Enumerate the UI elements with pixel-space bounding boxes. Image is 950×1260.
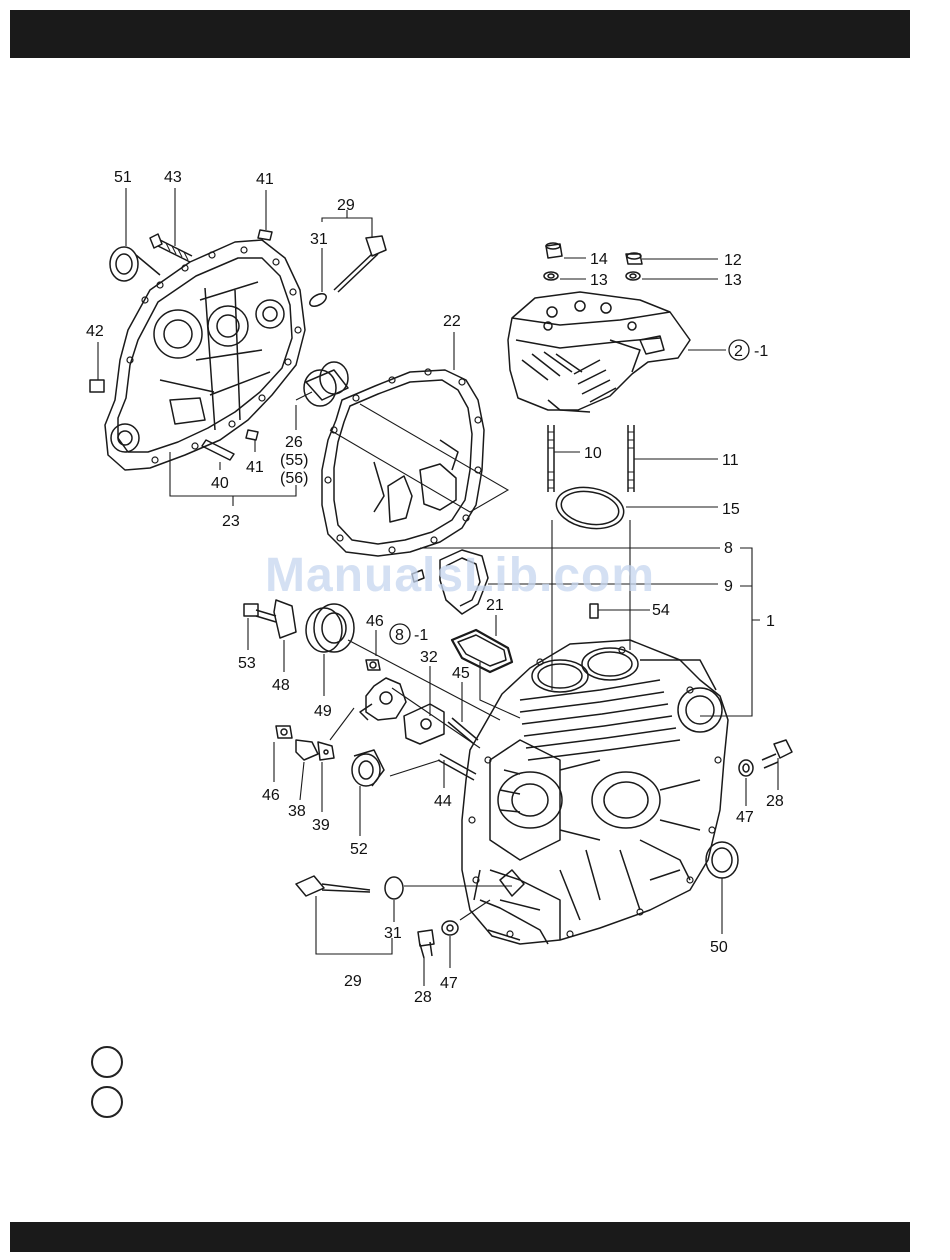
ref-label: 38 — [288, 803, 306, 820]
ref-label: -1 — [754, 343, 768, 360]
ref-label: 45 — [452, 665, 470, 682]
ref-label: 53 — [238, 655, 256, 672]
ref-label: 8 — [724, 540, 733, 557]
footer-bar — [10, 1222, 910, 1252]
ref-label: 46 — [366, 613, 384, 630]
ref-label: 46 — [262, 787, 280, 804]
ref-label: 13 — [590, 272, 608, 289]
ref-label: 47 — [440, 975, 458, 992]
watermark-text: ManualsLib.com — [265, 548, 655, 603]
ref-label: 32 — [420, 649, 438, 666]
crankcase-drawing — [462, 640, 728, 944]
ref-label: 48 — [272, 677, 290, 694]
ref-label: -1 — [414, 627, 428, 644]
ref-label: 40 — [211, 475, 229, 492]
ref-label: 22 — [443, 313, 461, 330]
ref-label: 9 — [724, 578, 733, 595]
ref-label: (55) — [280, 452, 308, 469]
ref-label: 11 — [722, 452, 739, 469]
bearing-26-drawing — [304, 362, 348, 406]
ref-label: 10 — [584, 445, 602, 462]
cylinder-head-drawing — [508, 292, 690, 412]
ref-label: 49 — [314, 703, 332, 720]
ref-label: 28 — [414, 989, 432, 1006]
ref-label: 54 — [652, 602, 670, 619]
ref-label: 51 — [114, 169, 132, 186]
ref-label: 23 — [222, 513, 240, 530]
ref-label: 31 — [310, 231, 328, 248]
ref-label: 12 — [724, 252, 742, 269]
ref-label: 15 — [722, 501, 740, 518]
ref-label: 39 — [312, 817, 330, 834]
ref-label: 14 — [590, 251, 608, 268]
ref-label: 52 — [350, 841, 368, 858]
ref-label: 41 — [256, 171, 274, 188]
ref-label: 42 — [86, 323, 104, 340]
ref-label: 43 — [164, 169, 182, 186]
ref-label: 47 — [736, 809, 754, 826]
ref-label: 31 — [384, 925, 402, 942]
ref-label: (56) — [280, 470, 308, 487]
legend-circle-2 — [91, 1086, 123, 1118]
ref-label: 44 — [434, 793, 452, 810]
ref-label: 50 — [710, 939, 728, 956]
ref-label: 29 — [344, 973, 362, 990]
ref-label: 1 — [766, 613, 775, 630]
ref-label: 2 — [734, 343, 743, 360]
legend-circle-1 — [91, 1046, 123, 1078]
ref-label: 8 — [395, 627, 404, 644]
bearing-51-drawing — [110, 247, 138, 281]
ref-label: 26 — [285, 434, 303, 451]
ref-label: 29 — [337, 197, 355, 214]
ref-label: 13 — [724, 272, 742, 289]
ref-label: 28 — [766, 793, 784, 810]
ref-label: 41 — [246, 459, 264, 476]
